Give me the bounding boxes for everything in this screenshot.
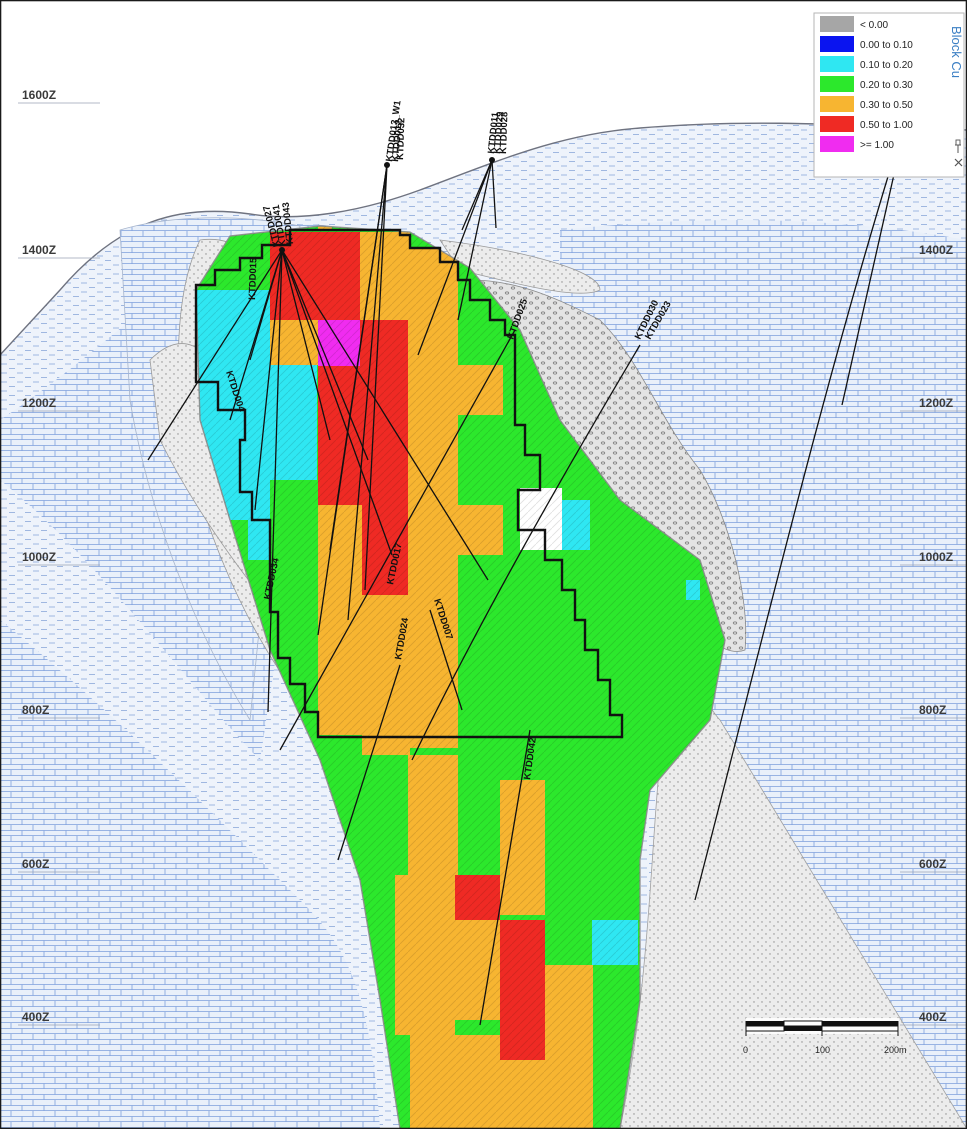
pin-icon[interactable] [955, 139, 961, 153]
legend-label: 0.10 to 0.20 [860, 60, 913, 71]
elevation-label: 600Z [22, 857, 49, 871]
legend-label: 0.50 to 1.00 [860, 120, 913, 131]
scale-bar: 0 100 200m [743, 1018, 907, 1055]
drillhole-collars [279, 157, 495, 253]
legend-title: Block Cu [949, 26, 964, 78]
elevation-label: 400Z [919, 1010, 946, 1024]
elevation-label: 800Z [22, 703, 49, 717]
elevation-label: 1000Z [919, 550, 953, 564]
hole-label: KTDD043 [281, 202, 296, 245]
elevation-labels-right: 1400Z 1200Z 1000Z 800Z 600Z 400Z [900, 243, 967, 1026]
drillhole-traces [147, 159, 896, 1026]
legend-swatch [820, 36, 854, 52]
legend-swatch [820, 116, 854, 132]
legend-swatch [820, 56, 854, 72]
legend-swatch [820, 76, 854, 92]
legend-label: >= 1.00 [860, 140, 894, 151]
scale-tick-label: 200m [884, 1045, 907, 1055]
elevation-label: 1400Z [919, 243, 953, 257]
elevation-label: 800Z [919, 703, 946, 717]
collar-marker [489, 157, 495, 163]
drillhole-labels: KTDD013_W1 KTDD012 KTDD032 KTDD011 KTDD0… [223, 99, 674, 780]
collar-marker [279, 247, 285, 253]
legend-swatch [820, 136, 854, 152]
legend-swatch [820, 96, 854, 112]
elevation-label: 400Z [22, 1010, 49, 1024]
hole-label: KTDD032 [395, 117, 407, 160]
elevation-label: 1200Z [22, 396, 56, 410]
legend-label: 0.00 to 0.10 [860, 40, 913, 51]
legend-label: < 0.00 [860, 20, 889, 31]
legend-label: 0.20 to 0.30 [860, 80, 913, 91]
hole-label: KTDD012 [390, 119, 405, 162]
hole-label: KTDD015 [247, 257, 259, 300]
legend-items: < 0.00 0.00 to 0.10 0.10 to 0.20 0.20 to 0.… [820, 16, 913, 152]
scale-tick-label: 0 [743, 1045, 748, 1055]
legend-swatch [820, 16, 854, 32]
elevation-labels-left: 1600Z 1400Z 1200Z 1000Z 800Z 600Z 400Z [18, 88, 100, 1026]
scale-tick-label: 100 [815, 1045, 830, 1055]
hole-label: KTDD011 [486, 111, 501, 154]
elevation-label: 1400Z [22, 243, 56, 257]
elevation-label: 600Z [919, 857, 946, 871]
close-icon[interactable] [954, 158, 963, 167]
elevation-label: 1200Z [919, 396, 953, 410]
drillholes: KTDD013_W1 KTDD012 KTDD032 KTDD011 KTDD0… [147, 99, 896, 1026]
legend-label: 0.30 to 0.50 [860, 100, 913, 111]
resource-outline [194, 228, 624, 739]
elevation-label: 1600Z [22, 88, 56, 102]
elevation-label: 1000Z [22, 550, 56, 564]
collar-marker [384, 162, 390, 168]
hole-label: KTDD028 [498, 111, 510, 154]
hole-label: KTDD029 [492, 111, 506, 154]
legend-panel[interactable]: < 0.00 0.00 to 0.10 0.10 to 0.20 0.20 to 0.… [813, 12, 965, 178]
